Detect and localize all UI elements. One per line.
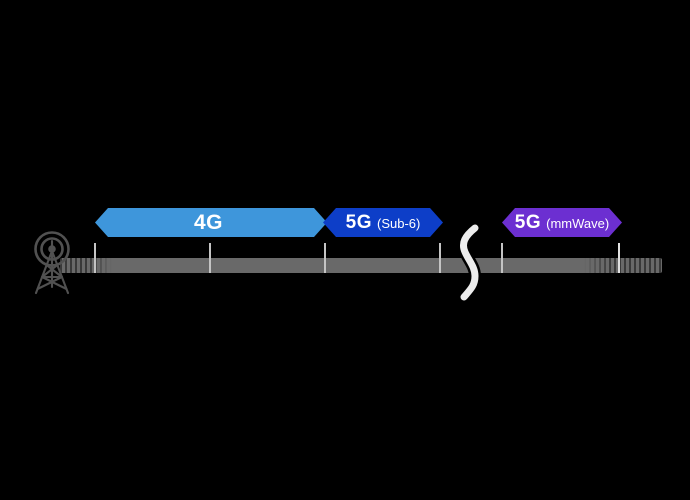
band-label-main: 5G bbox=[514, 211, 542, 233]
band-5g-sub6-label: 5G (Sub-6) bbox=[346, 212, 421, 234]
band-label-qualifier: (Sub-6) bbox=[377, 215, 421, 231]
band-label-main: 5G bbox=[345, 211, 372, 233]
axis-tick bbox=[618, 243, 620, 273]
radio-tower-icon bbox=[34, 231, 70, 295]
axis-tick bbox=[501, 243, 503, 273]
axis-tick bbox=[94, 243, 96, 273]
band-4g: 4G bbox=[95, 208, 327, 237]
band-5g-mmwave-label: 5G(mmWave) bbox=[515, 212, 609, 234]
axis-hatch-right bbox=[584, 258, 662, 273]
frequency-axis-bar bbox=[60, 258, 662, 273]
tower-lattice bbox=[34, 239, 70, 295]
band-5g-mmwave: 5G(mmWave) bbox=[502, 208, 622, 237]
axis-break-icon bbox=[457, 224, 482, 302]
axis-tick bbox=[439, 243, 441, 273]
band-label-qualifier: (mmWave) bbox=[546, 215, 610, 231]
band-4g-label: 4G bbox=[194, 211, 228, 235]
axis-tick bbox=[209, 243, 211, 273]
band-label-main: 4G bbox=[193, 210, 223, 234]
axis-hatch-left bbox=[60, 258, 112, 273]
axis-tick bbox=[324, 243, 326, 273]
band-5g-sub6: 5G (Sub-6) bbox=[323, 208, 443, 237]
